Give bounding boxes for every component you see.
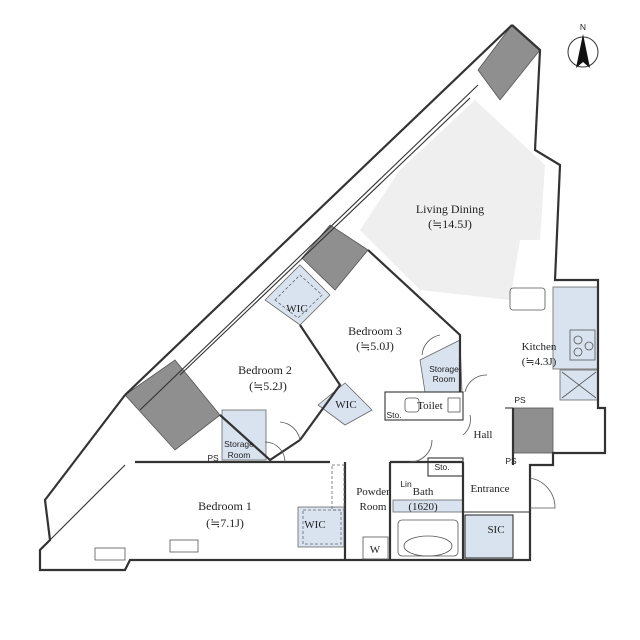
wall-diagonal-inner2 <box>179 97 471 376</box>
powder-room-name-1: Powder <box>356 486 390 498</box>
door-bedroom2 <box>279 421 301 441</box>
bedroom1-size: (≒7.1J) <box>206 516 244 530</box>
left-balcony-edge <box>49 464 126 541</box>
sic-box <box>464 514 514 559</box>
door-hall <box>462 414 471 436</box>
toilet-name: Toilet <box>417 400 443 412</box>
columns <box>124 24 554 454</box>
kitchen-sink <box>509 287 546 311</box>
wic-top-label: WIC <box>286 303 307 315</box>
wic-bottom-label: WIC <box>304 519 325 531</box>
fixture-labels: PS PS PS W <box>207 395 526 556</box>
ps-left-label: PS <box>207 453 219 463</box>
doors <box>264 334 556 509</box>
living-dining-size: (≒14.5J) <box>428 217 472 231</box>
door-entrance <box>529 477 556 509</box>
toilet-sink <box>447 397 461 413</box>
washer-box <box>362 536 389 560</box>
wic-mid-label: WIC <box>335 399 356 411</box>
sic-label: SIC <box>487 524 504 536</box>
storage-areas <box>221 264 599 559</box>
column-left <box>124 359 221 451</box>
fixtures <box>94 287 597 561</box>
storage-room-left-label-2: Room <box>228 450 251 460</box>
kitchen-floor-cross <box>561 371 597 399</box>
living-dining-floor-shade <box>360 100 545 300</box>
wall-toilet <box>384 391 464 421</box>
bedroom3-name: Bedroom 3 <box>348 324 402 338</box>
door-bedroom3 <box>421 334 441 356</box>
bedroom3-size: (≒5.0J) <box>356 339 394 353</box>
washer-label: W <box>370 544 381 556</box>
column-top-right <box>477 24 541 101</box>
ps-top-label: PS <box>514 395 526 405</box>
stove-burner-1 <box>573 335 583 345</box>
wall-bedroom2-bottom <box>219 414 301 462</box>
interior-walls <box>135 249 530 560</box>
compass-label: N <box>580 22 586 32</box>
sto-hall-label: Sto. <box>434 462 449 472</box>
storage-room-left-area <box>221 409 267 461</box>
storage-room-left-label-1: Storage <box>224 439 254 449</box>
entrance-name: Entrance <box>470 483 509 495</box>
kitchen-name: Kitchen <box>522 341 557 353</box>
wic-top-dash <box>274 274 323 319</box>
exterior-walls <box>38 24 607 572</box>
compass: N <box>567 22 599 68</box>
kitchen-size: (≒4.3J) <box>522 356 557 368</box>
wall-outline <box>38 24 607 572</box>
storage-room-right-label-1: Storage <box>429 364 459 374</box>
powder-room-name-2: Room <box>360 501 387 513</box>
wic-top-area <box>264 264 331 326</box>
sto-toilet-label: Sto. <box>386 410 401 420</box>
hall-name: Hall <box>474 429 493 441</box>
wall-diagonal-inner <box>139 84 479 411</box>
wic-bottom-area <box>297 506 345 548</box>
bathtub-basin <box>403 535 453 557</box>
wic-bottom-dash <box>302 509 342 545</box>
bedroom1-name: Bedroom 1 <box>198 499 252 513</box>
wall-diagonal-outer <box>124 24 513 396</box>
living-dining-name: Living Dining <box>416 202 484 216</box>
stove-burner-3 <box>584 341 594 351</box>
sic-area <box>464 514 514 559</box>
column-right <box>512 407 554 454</box>
ps-right-label: PS <box>505 456 517 466</box>
bedroom1-desk <box>169 539 199 553</box>
toilet-seat <box>404 397 420 413</box>
kitchen-stove <box>569 329 596 361</box>
bedroom2-name: Bedroom 2 <box>238 363 292 377</box>
bath-size: (1620) <box>408 501 438 513</box>
door-toilet <box>464 374 488 393</box>
kitchen-counter-area <box>552 286 599 370</box>
bath-name: Bath <box>413 486 434 498</box>
storage-labels: WIC WIC WIC SIC Storage Room Storage Roo… <box>224 303 504 536</box>
storage-room-right-label-2: Room <box>433 374 456 384</box>
hall-storage-box <box>427 457 464 477</box>
bedroom2-size: (≒5.2J) <box>249 379 287 393</box>
wall-bedroom2-bed3 <box>299 324 342 441</box>
wall-bedroom3-top <box>367 249 462 392</box>
dashed-lines <box>274 274 345 545</box>
compass-arrow-icon <box>576 34 590 68</box>
powder-cabinet-dash <box>331 464 345 511</box>
lin-label: Lin <box>400 479 412 489</box>
door-bedroom1 <box>264 441 286 463</box>
stove-burner-2 <box>573 347 583 357</box>
room-labels: Living Dining (≒14.5J) Kitchen (≒4.3J) B… <box>198 202 557 530</box>
door-powder <box>409 439 433 463</box>
balcony-unit <box>94 547 126 561</box>
